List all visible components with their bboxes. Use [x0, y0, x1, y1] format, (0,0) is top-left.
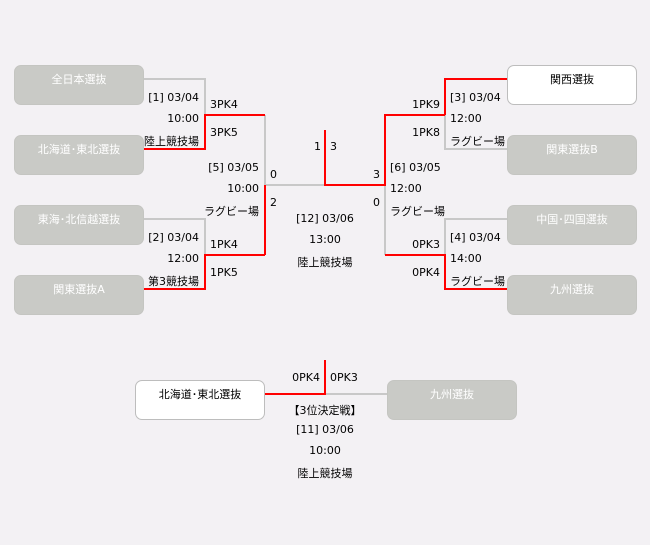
- match6-score-bottom: 0: [373, 196, 380, 209]
- match2-time: 12:00: [167, 252, 199, 265]
- match3-score-top: 1PK9: [412, 98, 440, 111]
- match5-date: [5] 03/05: [208, 161, 259, 174]
- team-chugoku-shikoku[interactable]: 中国･四国選抜: [507, 205, 637, 245]
- match6-time: 12:00: [390, 182, 422, 195]
- final-score-right: 3: [330, 140, 337, 153]
- match3-time: 12:00: [450, 112, 482, 125]
- match4-score-top: 0PK3: [412, 238, 440, 251]
- match5-score-top: 0: [270, 168, 277, 181]
- match4-venue: ラグビー場: [450, 275, 505, 288]
- match2-score-bottom: 1PK5: [210, 266, 238, 279]
- team-kansai[interactable]: 関西選抜: [507, 65, 637, 105]
- third-date: [11] 03/06: [296, 423, 354, 436]
- match5-time: 10:00: [227, 182, 259, 195]
- match5-score-bottom: 2: [270, 196, 277, 209]
- third-score-right: 0PK3: [330, 371, 358, 384]
- match1-score-top: 3PK4: [210, 98, 238, 111]
- match6-date: [6] 03/05: [390, 161, 441, 174]
- match2-date: [2] 03/04: [148, 231, 199, 244]
- match5-venue: ラグビー場: [204, 205, 259, 218]
- match1-venue: 陸上競技場: [144, 135, 199, 148]
- match6-venue: ラグビー場: [390, 205, 445, 218]
- third-team-right[interactable]: 九州選抜: [387, 380, 517, 420]
- third-score-left: 0PK4: [292, 371, 320, 384]
- match1-date: [1] 03/04: [148, 91, 199, 104]
- team-hokkaido-tohoku[interactable]: 北海道･東北選抜: [14, 135, 144, 175]
- match4-time: 14:00: [450, 252, 482, 265]
- match4-date: [4] 03/04: [450, 231, 501, 244]
- match2-score-top: 1PK4: [210, 238, 238, 251]
- team-tokai-hokushinetsu[interactable]: 東海･北信越選抜: [14, 205, 144, 245]
- match3-date: [3] 03/04: [450, 91, 501, 104]
- match6-score-top: 3: [373, 168, 380, 181]
- third-time: 10:00: [309, 444, 341, 457]
- match1-time: 10:00: [167, 112, 199, 125]
- final-time: 13:00: [309, 233, 341, 246]
- third-team-left[interactable]: 北海道･東北選抜: [135, 380, 265, 420]
- team-zen-nihon[interactable]: 全日本選抜: [14, 65, 144, 105]
- team-kyushu[interactable]: 九州選抜: [507, 275, 637, 315]
- match3-score-bottom: 1PK8: [412, 126, 440, 139]
- match3-venue: ラグビー場: [450, 135, 505, 148]
- final-score-left: 1: [314, 140, 321, 153]
- team-kanto-a[interactable]: 関東選抜A: [14, 275, 144, 315]
- final-date: [12] 03/06: [296, 212, 354, 225]
- match1-score-bottom: 3PK5: [210, 126, 238, 139]
- final-venue: 陸上競技場: [297, 256, 353, 269]
- match4-score-bottom: 0PK4: [412, 266, 440, 279]
- match2-venue: 第3競技場: [148, 275, 199, 288]
- team-kanto-b[interactable]: 関東選抜B: [507, 135, 637, 175]
- third-title: 【3位決定戦】: [288, 404, 362, 417]
- third-venue: 陸上競技場: [297, 467, 353, 480]
